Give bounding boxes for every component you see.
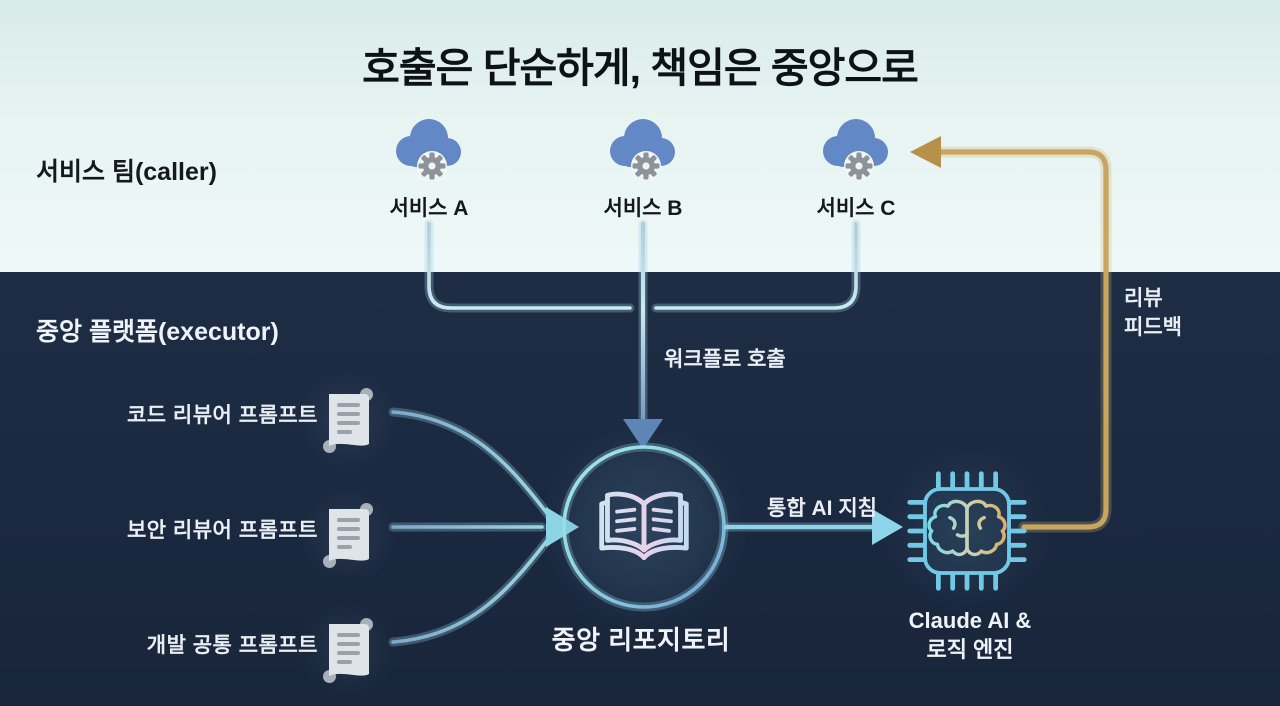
prompt-3-label: 개발 공통 프롬프트 <box>146 634 318 657</box>
prompt-2-node <box>320 500 376 572</box>
workflow-call-label: 워크플로 호출 <box>664 348 786 371</box>
executor-section-label: 중앙 플랫폼(executor) <box>36 318 279 346</box>
chip-brain-icon <box>907 471 1027 591</box>
service-a-label: 서비스 A <box>389 197 469 220</box>
review-feedback-line2: 피드백 <box>1124 316 1182 339</box>
scroll-icon <box>323 388 373 453</box>
service-c-node: 서비스 C <box>796 110 916 222</box>
service-a-flow-line <box>427 222 632 310</box>
prompt-3-curve <box>391 535 552 644</box>
guideline-arrowhead <box>872 509 903 545</box>
caller-section-label: 서비스 팀(caller) <box>36 158 217 186</box>
engine-label: Claude AI & 로직 엔진 <box>860 606 1080 664</box>
service-b-node: 서비스 B <box>583 110 703 222</box>
feedback-loop-line <box>938 149 1109 530</box>
unified-guideline-label: 통합 AI 지침 <box>767 497 877 520</box>
service-c-flow-line <box>654 222 858 310</box>
prompt-2-label: 보안 리뷰어 프롬프트 <box>126 519 318 542</box>
cloud-gear-icon <box>823 119 888 181</box>
prompt-3-node <box>320 615 376 687</box>
open-book-icon <box>599 491 689 561</box>
page-title: 호출은 단순하게, 책임은 중앙으로 <box>362 45 919 91</box>
review-feedback-line1: 리뷰 <box>1124 287 1163 310</box>
service-a-node: 서비스 A <box>369 110 489 222</box>
review-feedback-label: 리뷰 피드백 <box>1124 284 1182 342</box>
scroll-icon <box>323 618 373 683</box>
workflow-call-arrowhead <box>623 419 663 449</box>
engine-label-line1: Claude AI & <box>908 608 1032 633</box>
cloud-gear-icon <box>396 119 461 181</box>
prompt-1-node <box>320 385 376 457</box>
feedback-arrowhead <box>910 136 941 168</box>
prompt-1-curve <box>391 410 552 519</box>
service-b-label: 서비스 B <box>603 197 683 220</box>
engine-label-line2: 로직 엔진 <box>926 637 1014 662</box>
prompt-1-label: 코드 리뷰어 프롬프트 <box>126 404 318 427</box>
scroll-icon <box>323 503 373 568</box>
executor-section-background <box>0 272 1280 706</box>
repository-label: 중앙 리포지토리 <box>551 625 731 655</box>
cloud-gear-icon <box>610 119 675 181</box>
service-c-label: 서비스 C <box>816 197 896 220</box>
